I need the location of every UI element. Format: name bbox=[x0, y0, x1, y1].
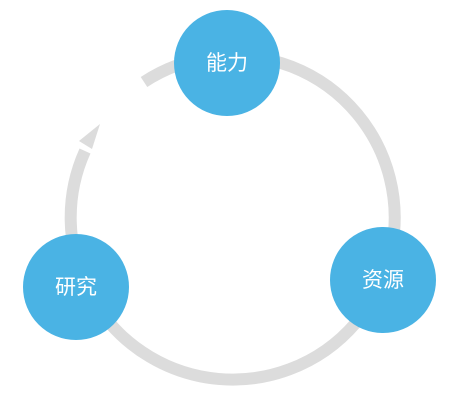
node-left-circle bbox=[23, 234, 129, 340]
cycle-arrowhead bbox=[79, 124, 100, 149]
node-top-label: 能力 bbox=[206, 51, 248, 75]
node-right: 资源 bbox=[330, 227, 436, 333]
node-right-circle bbox=[330, 227, 436, 333]
node-left-label: 研究 bbox=[55, 275, 97, 299]
node-top: 能力 bbox=[174, 10, 280, 116]
node-right-label: 资源 bbox=[362, 268, 404, 292]
node-top-circle bbox=[174, 10, 280, 116]
node-left: 研究 bbox=[23, 234, 129, 340]
